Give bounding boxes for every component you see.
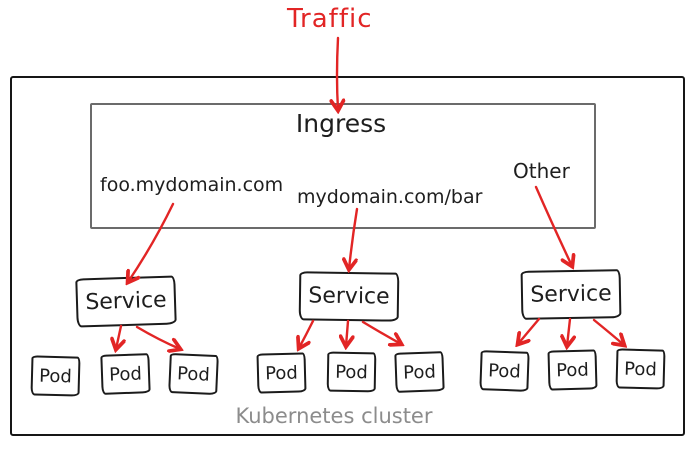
pod-box-1-3: Pod [168, 352, 219, 396]
pod-box-1-2: Pod [100, 353, 151, 395]
pod-box-3-2: Pod [547, 349, 598, 391]
ingress-rule-mydomain-com-bar: mydomain.com/bar [297, 186, 483, 208]
kubernetes-cluster-label: Kubernetes cluster [235, 404, 433, 428]
pod-box-1-1: Pod [30, 355, 81, 397]
service-box-3: Service [520, 269, 622, 320]
pod-box-2-2: Pod [326, 351, 377, 393]
pod-box-3-1: Pod [479, 350, 530, 392]
service-box-1: Service [75, 275, 177, 328]
ingress-rule-foo-mydomain-com: foo.mydomain.com [100, 174, 284, 196]
kubernetes-cluster-box [10, 76, 685, 436]
ingress-title: Ingress [295, 109, 387, 138]
pod-box-3-3: Pod [615, 348, 666, 390]
traffic-label: Traffic [287, 4, 373, 34]
pod-box-2-1: Pod [256, 352, 307, 394]
ingress-rule-other: Other [513, 159, 570, 183]
service-box-2: Service [298, 271, 400, 322]
pod-box-2-3: Pod [394, 351, 445, 393]
